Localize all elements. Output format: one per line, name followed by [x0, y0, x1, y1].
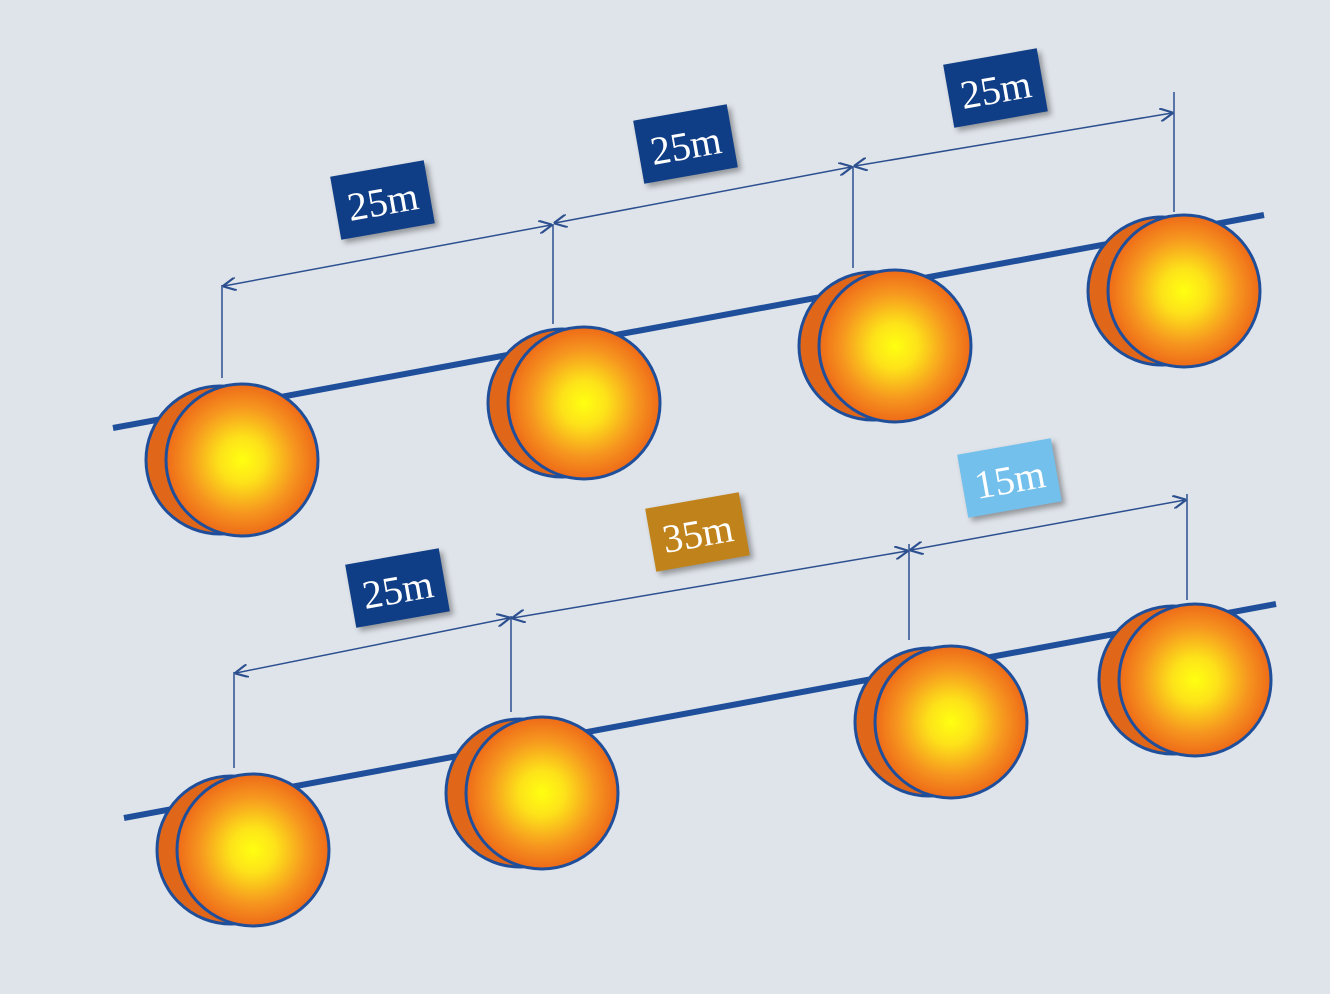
bottom-dimension-arrow	[236, 618, 509, 673]
bottom-marker-2	[444, 715, 620, 871]
top-dimension-arrow	[855, 113, 1172, 166]
bottom-marker-3	[853, 644, 1029, 800]
top-dimension-arrow	[224, 225, 551, 286]
bottom-cable-line	[123, 601, 1277, 821]
top-dimension-arrow	[555, 167, 851, 223]
top-cable-line	[112, 212, 1265, 431]
bottom-dimension-arrow	[911, 500, 1185, 550]
top-marker-2	[486, 325, 662, 481]
bottom-marker-4	[1097, 602, 1273, 758]
top-marker-4	[1086, 213, 1262, 369]
bottom-dimension-arrow	[513, 551, 907, 618]
bottom-marker-1	[155, 772, 331, 928]
top-marker-3	[797, 268, 973, 424]
top-marker-1	[144, 382, 320, 538]
